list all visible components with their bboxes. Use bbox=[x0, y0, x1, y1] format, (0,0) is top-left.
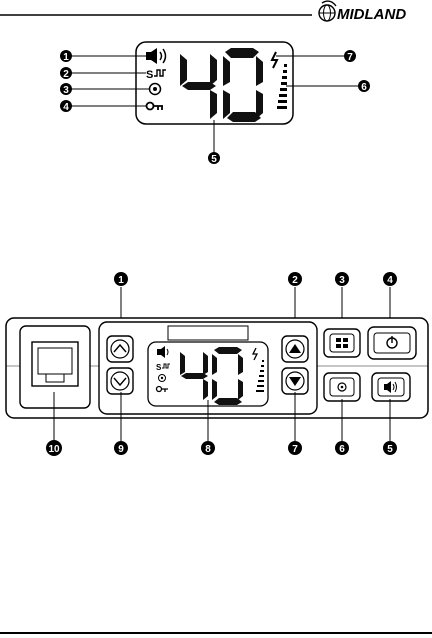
panel-callout-bottom-8: 8 bbox=[201, 441, 215, 455]
svg-text:5: 5 bbox=[387, 444, 393, 455]
up-button[interactable] bbox=[107, 336, 133, 362]
panel-callout-top-2: 2 bbox=[288, 272, 302, 286]
down-button[interactable] bbox=[107, 368, 133, 394]
svg-text:4: 4 bbox=[63, 102, 69, 113]
panel-lcd-channel-text: 40 bbox=[0, 0, 2, 1]
lcd-callout-4: 4 bbox=[60, 100, 72, 113]
channel-up-button[interactable] bbox=[282, 336, 308, 362]
panel-lcd-squelch-icon: S bbox=[156, 363, 162, 372]
panel-callout-bottom-10: 10 bbox=[46, 440, 62, 456]
panel-lcd bbox=[148, 342, 268, 406]
brand-name: MIDLAND bbox=[337, 6, 406, 23]
channel-down-button[interactable] bbox=[282, 368, 308, 394]
svg-text:S: S bbox=[146, 69, 153, 81]
dual-watch-button[interactable] bbox=[324, 373, 360, 401]
panel-callout-bottom-9: 9 bbox=[114, 441, 128, 455]
svg-text:9: 9 bbox=[118, 444, 124, 455]
power-button[interactable] bbox=[368, 327, 416, 359]
label-window bbox=[168, 326, 248, 340]
svg-text:2: 2 bbox=[292, 275, 298, 286]
globe-flame-logo-icon bbox=[319, 1, 336, 21]
panel-callout-top-3: 3 bbox=[335, 272, 349, 286]
svg-text:4: 4 bbox=[387, 275, 393, 286]
panel-callout-bottom-5: 5 bbox=[383, 441, 397, 455]
lcd-callout-7: 7 bbox=[344, 50, 356, 63]
rj45-socket-icon[interactable] bbox=[32, 342, 78, 386]
svg-text:3: 3 bbox=[339, 275, 345, 286]
lcd-callout-5: 5 bbox=[208, 152, 220, 165]
panel-callout-bottom-7: 7 bbox=[288, 441, 302, 455]
panel-callout-top-4: 4 bbox=[383, 272, 397, 286]
lcd-callout-2: 2 bbox=[60, 67, 72, 80]
svg-text:1: 1 bbox=[118, 275, 124, 286]
lcd-callout-6: 6 bbox=[358, 80, 370, 93]
lcd-callout-1: 1 bbox=[60, 50, 72, 63]
svg-text:5: 5 bbox=[211, 154, 217, 165]
svg-text:7: 7 bbox=[292, 444, 298, 455]
svg-text:10: 10 bbox=[48, 444, 60, 455]
svg-text:1: 1 bbox=[63, 52, 69, 63]
lcd-callout-3: 3 bbox=[60, 83, 72, 96]
volume-button[interactable] bbox=[372, 373, 410, 401]
lcd-diagram: S 40 bbox=[0, 0, 370, 165]
menu-button[interactable] bbox=[324, 329, 360, 357]
svg-text:6: 6 bbox=[339, 444, 345, 455]
panel-callout-bottom-6: 6 bbox=[335, 441, 349, 455]
svg-text:3: 3 bbox=[63, 85, 69, 96]
panel-callout-top-1: 1 bbox=[114, 272, 128, 286]
svg-text:8: 8 bbox=[205, 444, 211, 455]
svg-text:2: 2 bbox=[63, 69, 69, 80]
svg-text:6: 6 bbox=[361, 82, 367, 93]
lcd-channel-text: 40 bbox=[0, 0, 2, 1]
svg-text:7: 7 bbox=[347, 52, 353, 63]
